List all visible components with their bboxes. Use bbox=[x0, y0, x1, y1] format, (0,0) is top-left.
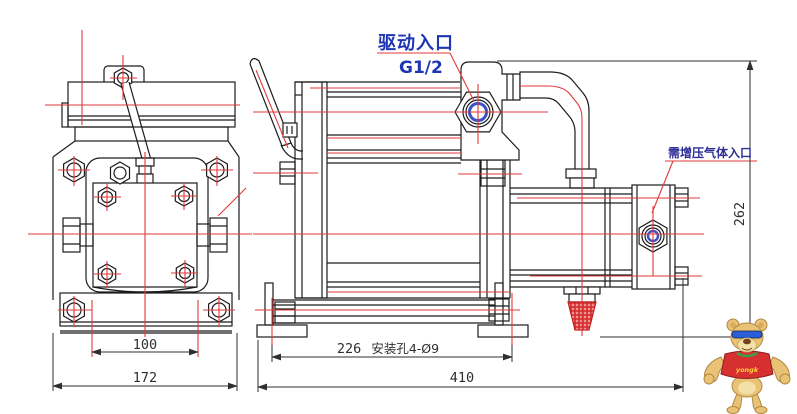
right-connector bbox=[209, 217, 228, 253]
drive-inlet-label: 驱动入口 bbox=[378, 33, 454, 54]
mascot-shirt-text: yongk bbox=[736, 366, 759, 374]
dim-text-172: 172 bbox=[133, 370, 157, 386]
port-labels: 驱动入口 G1/2 需增压气体入口 bbox=[378, 33, 752, 160]
right-foot bbox=[477, 324, 529, 338]
dim-text-262: 262 bbox=[732, 202, 748, 226]
pipe-coupling bbox=[565, 168, 597, 179]
mascot-nose bbox=[743, 338, 751, 345]
centerlines bbox=[28, 30, 757, 357]
boost-gas-inlet-label: 需增压气体入口 bbox=[668, 145, 752, 160]
mascot-collar bbox=[736, 351, 758, 358]
left-end-cap bbox=[294, 81, 328, 299]
dimension-annotations bbox=[52, 60, 757, 392]
mascot-shirt bbox=[720, 350, 774, 379]
left-foot bbox=[256, 324, 308, 338]
dim-text-410: 410 bbox=[450, 370, 474, 386]
cylinder-step bbox=[61, 102, 69, 128]
dim-text-100: 100 bbox=[133, 337, 157, 353]
handle-clip bbox=[282, 122, 298, 138]
mascot-watermark: yongk bbox=[703, 318, 791, 414]
mascot-sunglasses-icon bbox=[731, 330, 763, 339]
mounting-base bbox=[256, 282, 529, 338]
drive-inlet-thread-label: G1/2 bbox=[399, 58, 443, 78]
front-flange bbox=[74, 126, 229, 142]
